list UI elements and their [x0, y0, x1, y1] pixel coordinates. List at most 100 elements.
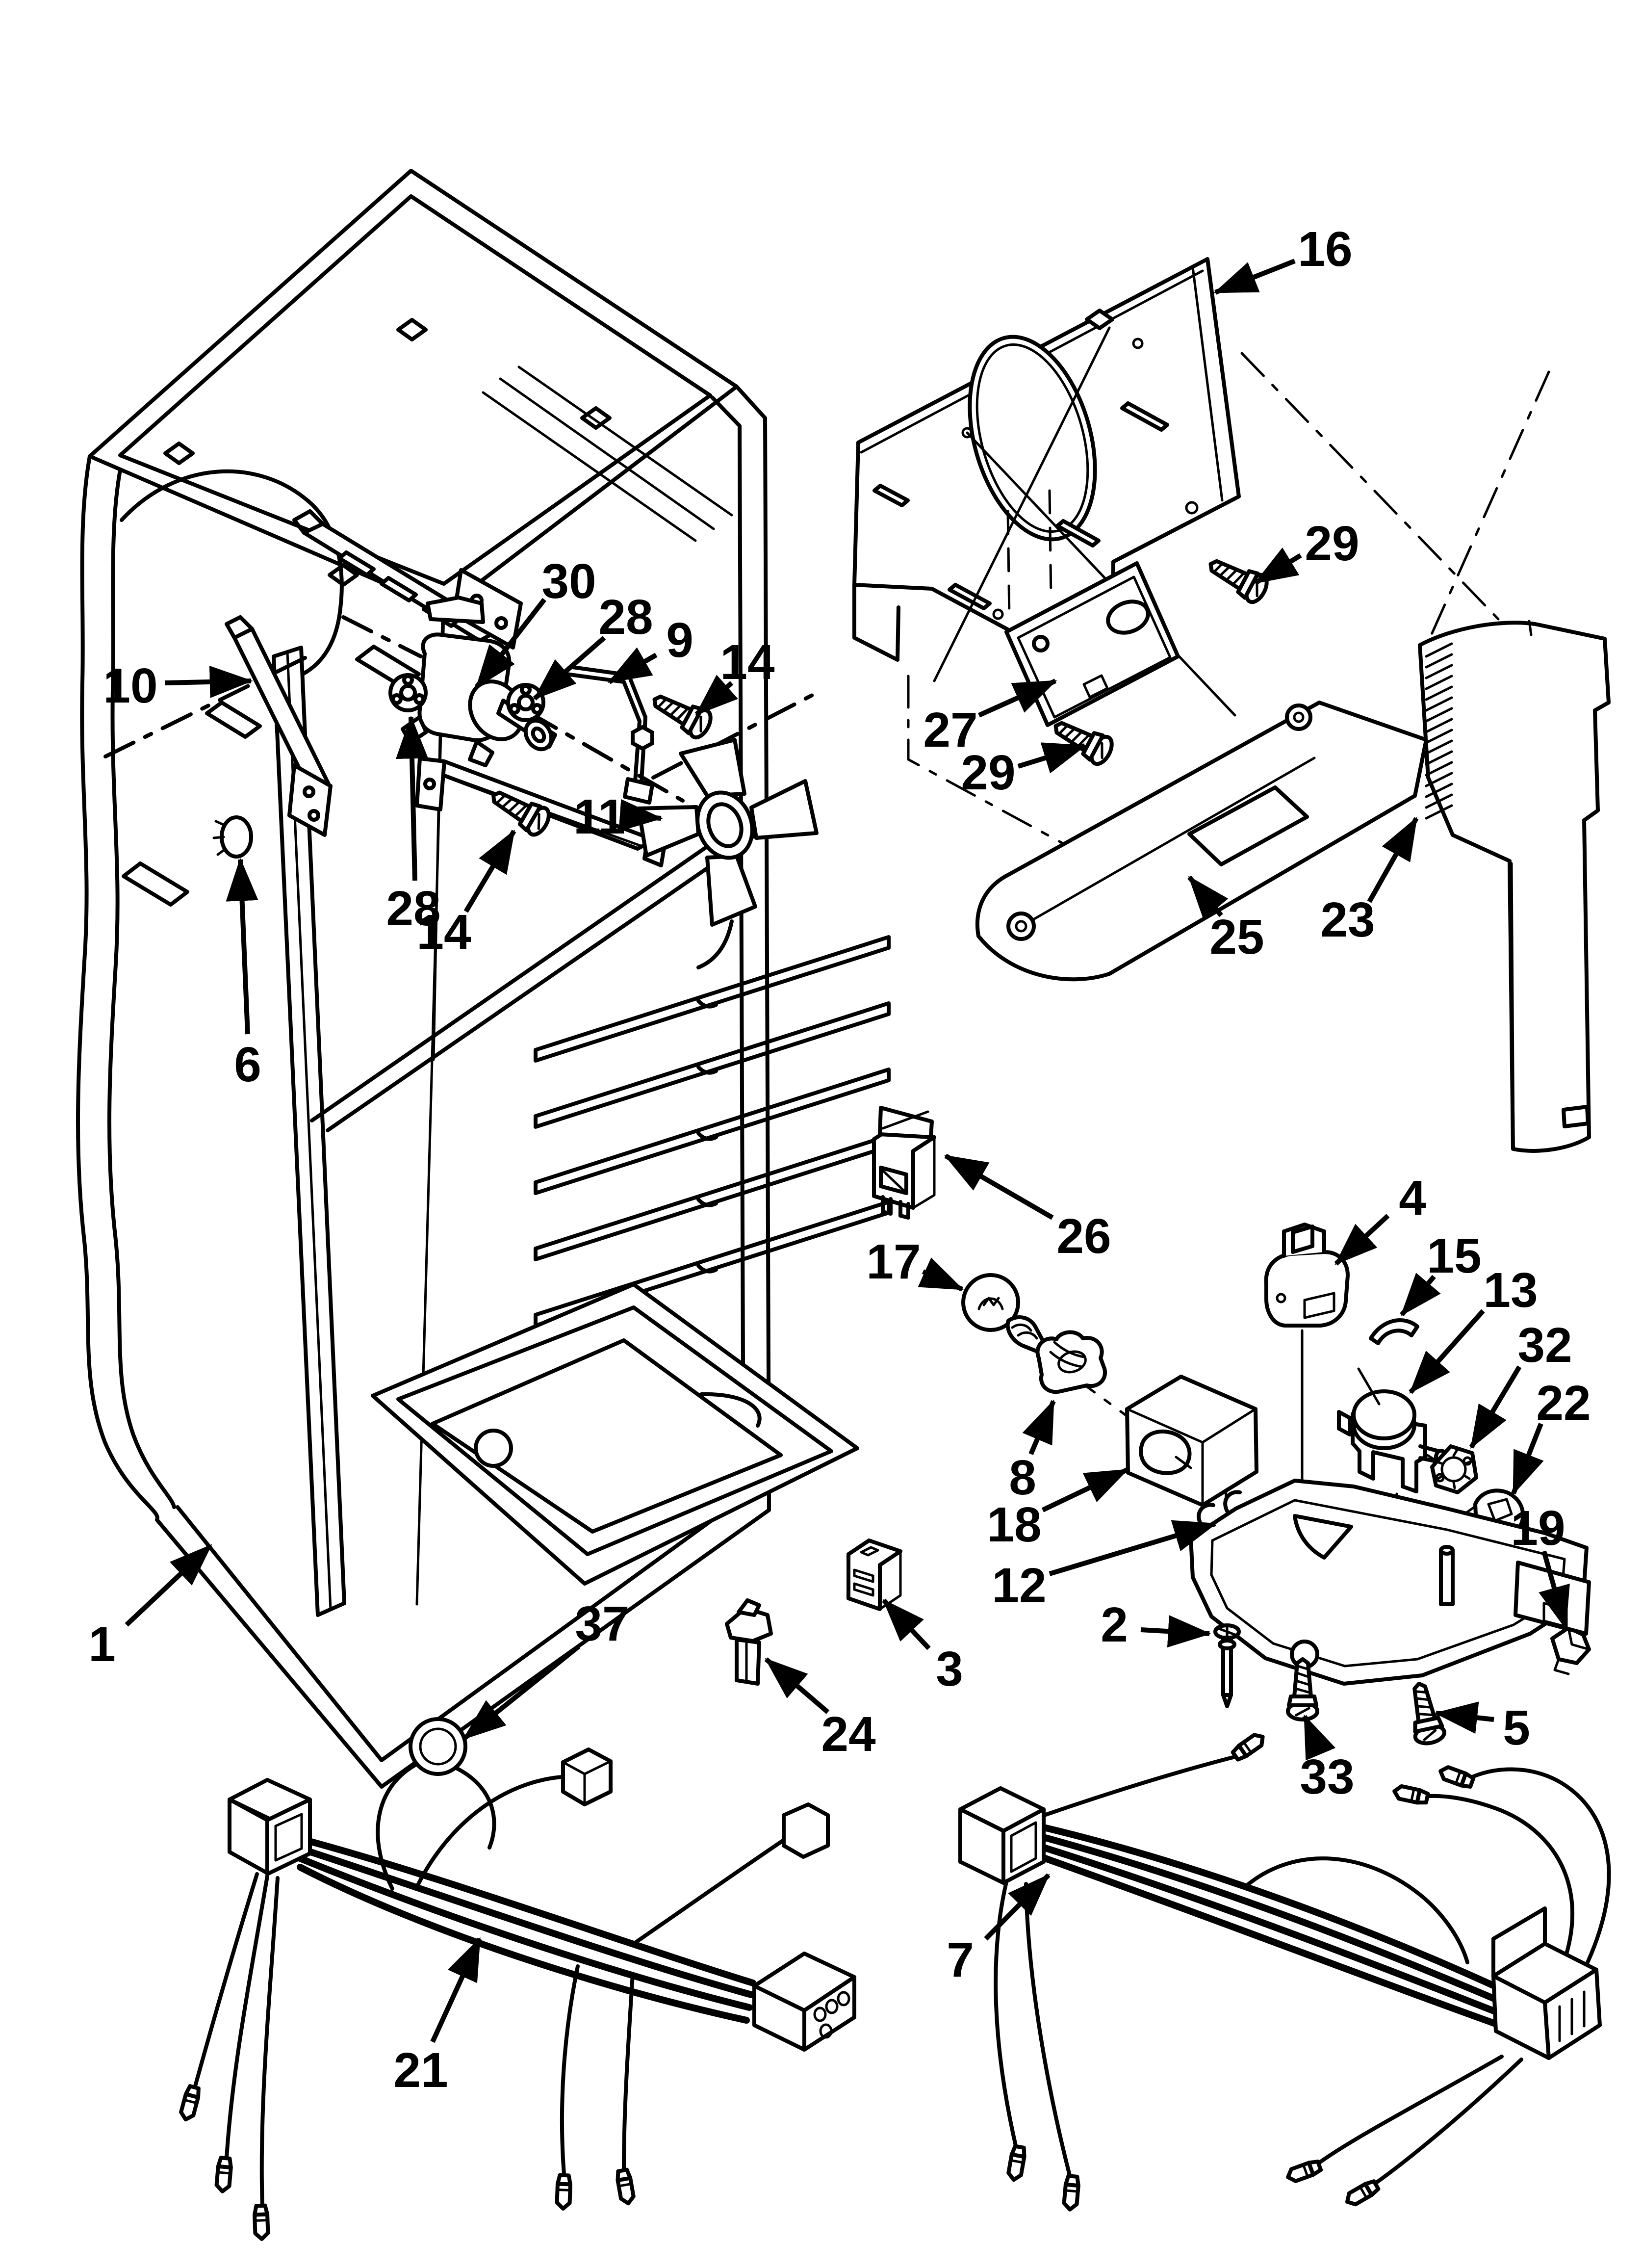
callout-label: 16	[1298, 222, 1352, 277]
seal-strip-15	[1369, 1318, 1419, 1345]
callout-arrow	[1187, 875, 1229, 919]
callout-17: 17	[866, 1234, 964, 1292]
callout-23: 23	[1320, 816, 1419, 947]
callout-2: 2	[1101, 1597, 1211, 1652]
callout-label: 22	[1536, 1376, 1591, 1431]
callout-arrow	[533, 636, 606, 701]
callout-arrow	[944, 1153, 1054, 1220]
callout-arrow	[1254, 547, 1302, 585]
callout-label: 33	[1300, 1749, 1354, 1804]
callout-25: 25	[1187, 875, 1264, 965]
callout-arrow	[1302, 1714, 1336, 1761]
callout-arrow	[918, 1257, 964, 1292]
callout-22: 22	[1511, 1376, 1591, 1495]
callout-arrow	[1400, 1273, 1441, 1317]
callout-arrow	[1511, 1423, 1544, 1495]
callout-arrow	[977, 678, 1057, 718]
callout-arrow	[607, 647, 658, 684]
defrost-timer-13	[1337, 1367, 1448, 1493]
callout-arrow	[396, 715, 429, 881]
callout-arrow	[984, 1873, 1051, 1941]
light-bulb-17	[961, 1273, 1050, 1354]
callout-arrow	[125, 1543, 213, 1627]
callout-30: 30	[475, 554, 596, 689]
callout-label: 13	[1483, 1263, 1538, 1318]
callout-label: 1	[88, 1617, 116, 1672]
callout-arrow	[475, 598, 546, 689]
callout-label: 8	[1009, 1450, 1036, 1505]
callout-3: 3	[882, 1598, 963, 1696]
callout-label: 3	[936, 1642, 963, 1696]
callout-label: 14	[416, 905, 471, 960]
callout-label: 15	[1427, 1228, 1481, 1283]
callout-arrow	[764, 1657, 830, 1714]
callout-label: 19	[1511, 1501, 1565, 1556]
callout-10: 10	[103, 658, 253, 713]
callout-label: 10	[103, 658, 157, 713]
callout-13: 13	[1409, 1263, 1538, 1394]
callout-4: 4	[1334, 1171, 1426, 1266]
callout-18: 18	[987, 1467, 1129, 1552]
callout-6: 6	[226, 858, 261, 1092]
support-bracket-10	[225, 615, 333, 837]
breaker-cover-26	[872, 1106, 936, 1220]
callout-label: 29	[961, 745, 1015, 800]
evaporator-cover-panel-16	[852, 257, 1550, 867]
callout-label: 6	[234, 1037, 261, 1092]
callout-label: 32	[1517, 1318, 1572, 1373]
callout-11: 11	[573, 789, 663, 844]
callout-label: 28	[386, 881, 440, 936]
callout-label: 21	[393, 2043, 448, 2098]
callout-arrow	[463, 829, 516, 913]
callout-28a: 28	[533, 590, 653, 701]
fan-blade-11	[637, 738, 819, 969]
callout-27: 27	[923, 678, 1057, 757]
callout-arrow	[1049, 1520, 1217, 1576]
callout-arrow	[1041, 1467, 1129, 1512]
callout-label: 9	[666, 613, 693, 668]
clip-3	[847, 1538, 902, 1611]
callout-label: 2	[1101, 1597, 1128, 1652]
callout-15: 15	[1400, 1228, 1482, 1317]
lamp-housing-18	[1125, 1375, 1258, 1507]
callout-arrow	[1017, 742, 1087, 774]
callout-label: 37	[575, 1596, 629, 1651]
callout-28b: 28	[386, 715, 441, 936]
callout-label: 14	[720, 635, 775, 690]
wire-harness-7	[958, 1732, 1611, 2210]
lamp-socket-24	[725, 1598, 773, 1686]
callout-arrow	[1434, 1701, 1494, 1734]
callout-label: 28	[598, 590, 653, 645]
callout-label: 11	[573, 789, 625, 844]
callout-arrow	[1140, 1615, 1211, 1648]
motor-bracket-9	[564, 665, 654, 805]
air-deflector-25	[975, 701, 1428, 982]
callout-label: 23	[1320, 892, 1375, 947]
refrigerator-liner	[76, 169, 891, 1789]
callout-29b: 29	[961, 742, 1087, 800]
callout-arrow	[1409, 1309, 1485, 1394]
callout-arrow	[164, 665, 253, 698]
callout-37: 37	[462, 1596, 630, 1741]
callout-arrow	[1367, 816, 1419, 903]
callout-14b: 14	[416, 829, 516, 960]
push-pin-2	[1213, 1623, 1241, 1708]
callout-label: 30	[541, 554, 596, 609]
motor-grommet-28b	[390, 675, 426, 710]
callout-arrow	[1213, 259, 1296, 295]
callout-16: 16	[1213, 222, 1353, 295]
harness-grommet	[409, 1717, 467, 1776]
callout-arrow	[1022, 1399, 1056, 1455]
callout-32: 32	[1469, 1318, 1572, 1449]
callout-arrow	[1334, 1214, 1390, 1266]
callout-arrow	[694, 675, 738, 716]
callout-label: 27	[923, 703, 977, 757]
callout-label: 25	[1209, 910, 1264, 965]
adapter-plate-32	[1430, 1444, 1478, 1494]
callout-label: 18	[987, 1497, 1041, 1552]
callout-12: 12	[992, 1520, 1217, 1613]
callout-8: 8	[1009, 1399, 1056, 1505]
callout-arrow	[462, 1644, 581, 1741]
